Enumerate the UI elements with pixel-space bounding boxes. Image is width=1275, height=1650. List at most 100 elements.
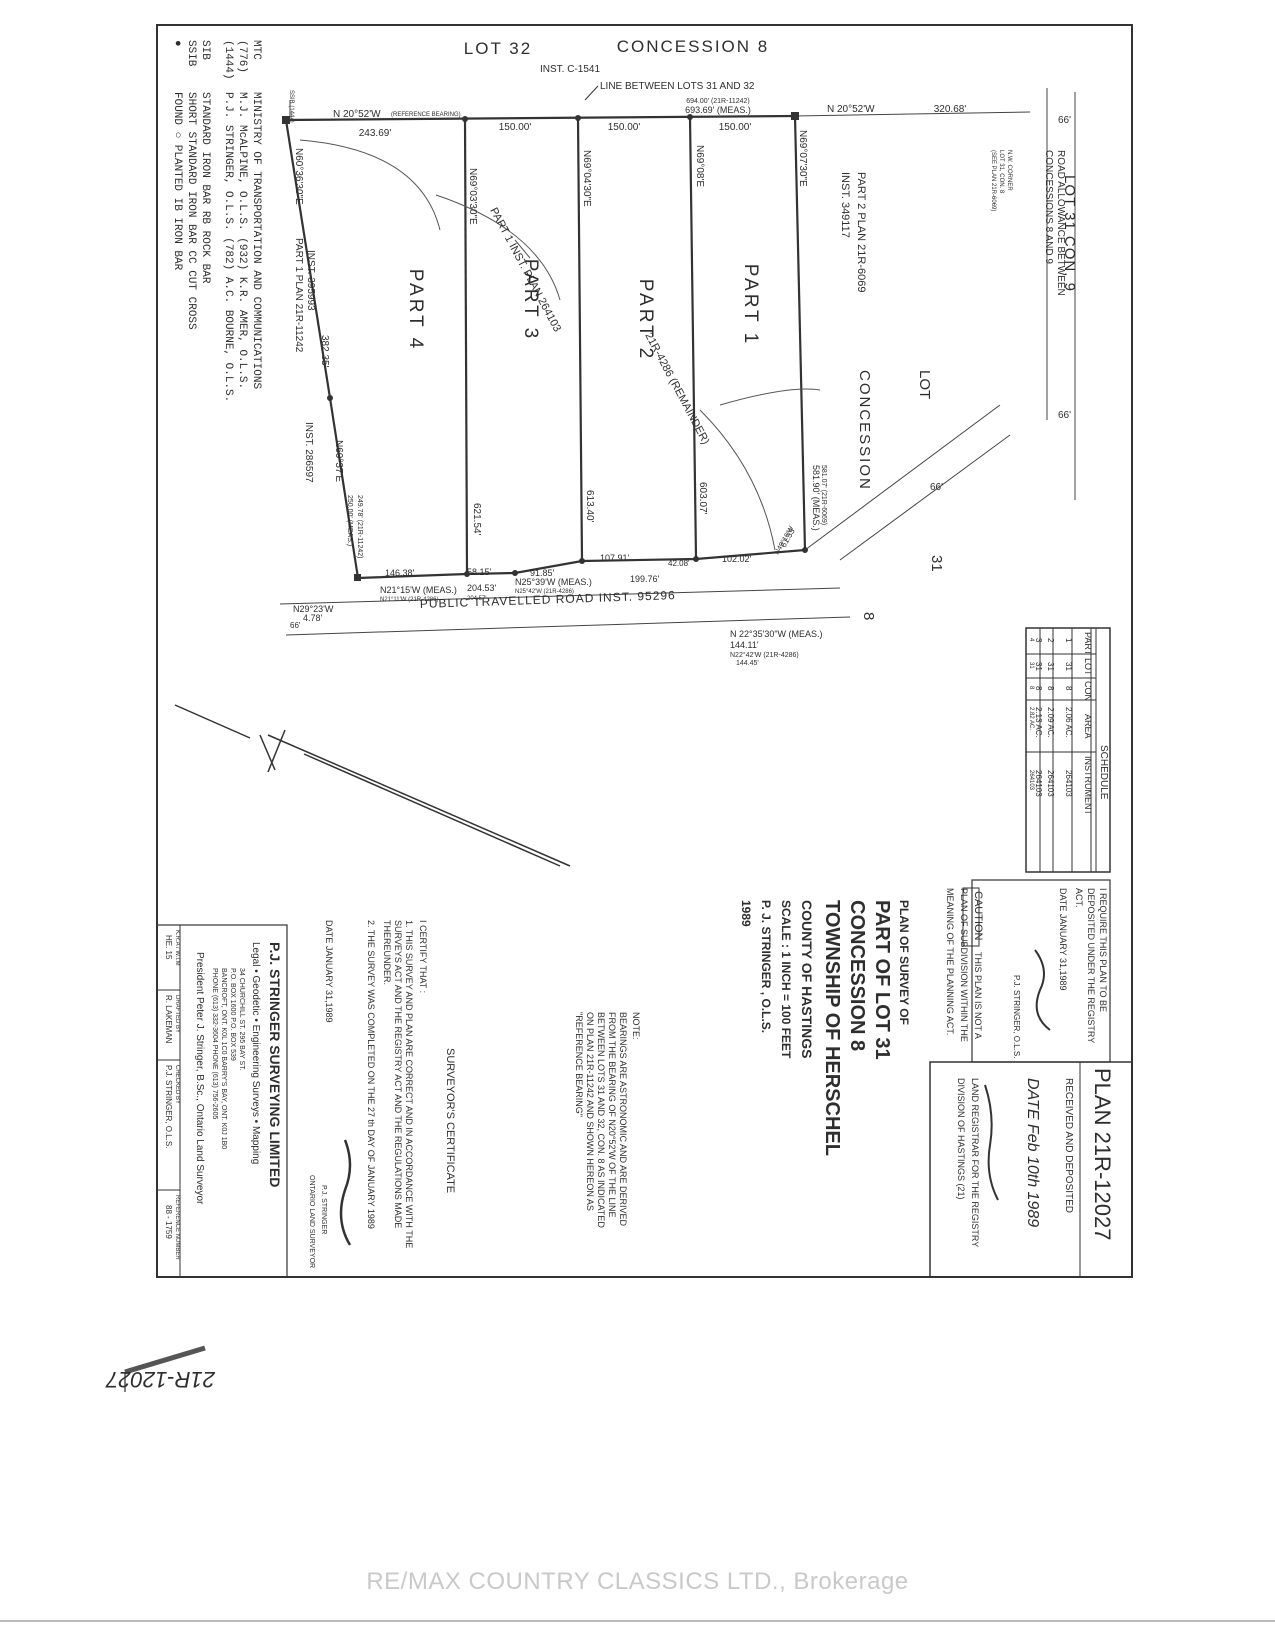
firm-tag: Legal • Geodetic • Engineering Surveys •… [250,942,261,1164]
bearing-n25: N25°39'W (MEAS.) [515,577,592,587]
firm-a2: P.O. BOX 1600 P.O. BOX 539 [229,968,236,1061]
schedule-cell: 31 [1028,662,1034,669]
received-deposited: RECEIVED AND DEPOSITED [1063,1078,1074,1213]
legend-code-4: SSIB [185,40,197,67]
margin-note-group: 21R-12027 [105,1345,216,1392]
dist-42: 42.08' [668,559,690,568]
inst-349117: INST. 349117 [839,172,851,238]
firm-a1: 34 CHURCHILL ST. 295 BAY ST. [238,968,245,1071]
schedule-cell: 2.06 AC. [1064,707,1073,738]
bearing-n21b: N21°11'W (21R-4286) [380,597,438,603]
nw-corner-3: (SEE PLAN 21R-6069) [990,150,996,211]
p4-bearing-w2: N60°37'E [333,440,344,482]
title-l4: TOWNSHIP OF HERSCHEL [821,900,843,1156]
firm-a4: PHONE (613) 332-3604 PHONE (613) 756-260… [211,968,218,1119]
monument-markers [282,112,808,581]
deposit-date: DATE Feb 10th 1989 [1024,1078,1041,1227]
p1-len: 603.07' [697,482,708,515]
registrar-signature [984,1084,999,1201]
inst-c1541: INST. C-1541 [540,64,600,75]
firm-name: P.J. STRINGER SURVEYING LIMITED [267,942,283,1187]
require-line1: I REQUIRE THIS PLAN TO BE [1098,888,1108,1012]
schedule-header-2: CON [1083,681,1093,701]
nw-corner-1: N.W. CORNER [1006,150,1012,191]
registrar-2: DIVISION OF HASTINGS (21) [956,1078,966,1200]
p4-inst-286597: INST. 286597 [303,422,314,483]
schedule-cell: 2.82 AC. [1028,707,1034,730]
cert-c1b: SURVEYS ACT AND THE REGISTRY ACT AND THE… [393,920,403,1228]
top-bearing-left: N 20°52'W [333,109,381,120]
sw-66: 66' [290,621,301,630]
total-693: 693.69' (MEAS.) [685,105,751,115]
firm-k1v: HE. 15 [164,935,173,960]
title-l1: PLAN OF SURVEY OF [897,900,911,1025]
schedule-cell: 3 [1034,638,1043,643]
schedule-cell: 2.13 AC. [1034,707,1043,738]
schedule-cell: 264103 [1028,770,1034,791]
dist-204: 204.53' [467,583,497,593]
legend-code-1: (776) [236,40,248,73]
require-signature [1034,949,1051,1031]
schedule-cell: 1 [1064,638,1073,643]
firm-k4v: 88 - 1759 [164,1205,173,1239]
p4-inst-w: INST. 395993 [305,250,316,311]
top-bearing-right: N 20°52'W [827,104,875,115]
p3-bearing: N69°03'30"E [467,168,478,225]
part4-label: PART 4 [405,269,426,351]
require-box [971,879,1111,1063]
p4-dist-250: 250.00' (MEAS.) [346,495,353,546]
part2-label: PART 2 [635,279,656,361]
p3-len: 621.54' [471,503,482,536]
note-l4: ON PLAN 21R-11242 AND SHOWN HEREON AS [585,1012,595,1211]
firm-box [156,924,288,1278]
caution-word: CAUTION [972,891,984,941]
con-num-8: 8 [860,612,877,620]
cert-title2: ONTARIO LAND SURVEYOR [308,1175,315,1268]
p2-len: 613.40' [584,490,595,523]
firm-a3: BANCROFT, ONT. K0L 1C0 BARRY'S BAY, ONT.… [220,968,227,1149]
require-line2: DEPOSITED UNDER THE REGISTRY [1086,888,1096,1043]
nw-corner-2: LOT 31, CON. 8 [998,150,1004,194]
dist-91: 91.85' [530,568,555,578]
se-bearing2: N22°42'W (21R-4286) [730,651,799,659]
legend-text-0: MINISTRY OF TRANSPORTATION AND COMMUNICA… [250,92,262,389]
dist-107: 107.91' [600,553,630,563]
width-66-a: 66' [1058,115,1071,126]
p1-len-e2: 581.90' (MEAS.) [811,465,821,531]
schedule-rows: 1 31 8 2.06 AC. 264103 2 31 8 2.09 AC. 2… [1028,638,1073,797]
schedule-cell: 8 [1034,686,1043,691]
legend-code-0: MTC [250,40,262,60]
schedule-cell: 264103 [1064,770,1073,797]
firm-block: P.J. STRINGER SURVEYING LIMITED Legal • … [164,930,283,1260]
p2-bearing: N69°04'30"E [581,150,592,207]
title-l3: CONCESSION 8 [846,900,868,1051]
sw-dist: 4.78' [303,613,323,623]
p4-dist-382: 382.35' [319,335,330,368]
require-name: P.J. STRINGER, O.L.S. [1012,975,1021,1058]
title-l5: COUNTY OF HASTINGS [799,900,815,1058]
schedule-header-1: LOT [1083,658,1093,676]
schedule-header-4: INSTRUMENT [1083,756,1093,815]
dist-146: 146.38' [385,568,415,578]
title-l8: 1989 [739,900,753,927]
width-66-c: 66' [930,482,943,493]
schedule-cell: 4 [1028,638,1034,642]
se-dist1: 144.11' [730,640,759,650]
dist-58: 58.15' [467,567,492,577]
require-line3: ACT. [1074,888,1084,908]
registrar-1: LAND REGISTRAR FOR THE REGISTRY [970,1078,980,1247]
schedule-cell: 2 [1046,638,1055,643]
brokerage-watermark: RE/MAX COUNTRY CLASSICS LTD., Brokerage [366,1568,909,1595]
ssib-1444-top: SSIB (1444) [288,90,294,123]
parcel-lines [284,114,807,580]
legend-text-1: M.J. McALPINE, O.L.S. (932) K.R. AMER, O… [236,92,248,389]
bearing-n21: N21°15'W (MEAS.) [380,585,457,595]
extension-lines [279,88,1076,636]
plan-number: PLAN 21R-12027 [1090,1068,1115,1240]
cert-name: P.J. STRINGER [320,1185,327,1234]
dist-243: 243.69' [359,128,392,139]
lot-num-31: 31 [928,555,945,572]
margin-note: 21R-12027 [105,1367,216,1392]
note-l5: "REFERENCE BEARING" [574,1012,584,1117]
